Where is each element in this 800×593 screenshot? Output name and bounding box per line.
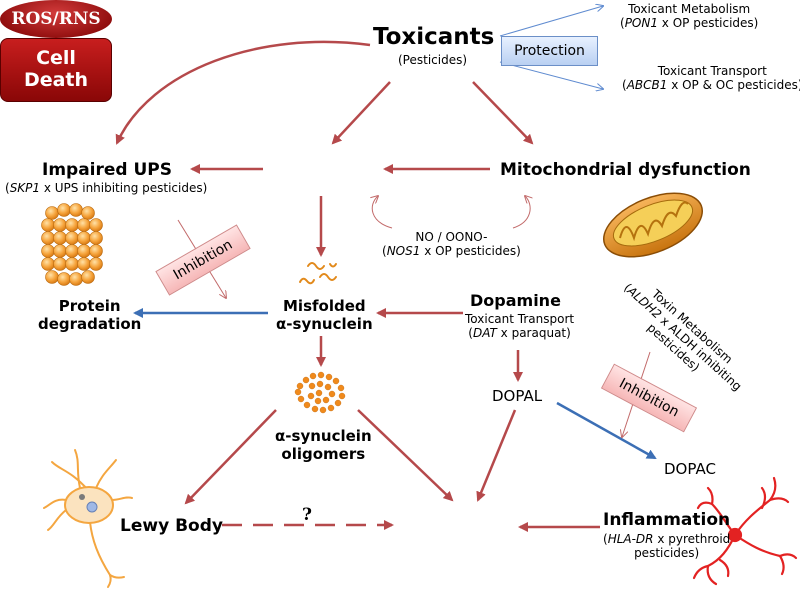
toxicant-transport-rest: x OP & OC pesticides): [667, 78, 800, 93]
toxicants-title: Toxicants: [373, 24, 495, 50]
protein-degradation-label: Protein degradation: [38, 297, 142, 333]
toxicants-subtitle: (Pesticides): [398, 53, 468, 67]
toxicant-metabolism-line1: Toxicant Metabolism: [628, 2, 751, 16]
no-oono-rest: x OP pesticides): [420, 244, 521, 259]
toxicant-transport-line2: (ABCB1 x OP & OC pesticides): [622, 78, 800, 92]
skp1-gene: SKP1: [9, 181, 41, 195]
cell-death-line1: Cell: [36, 47, 76, 70]
inflammation-rest: x pyrethroid: [653, 532, 731, 546]
impaired-ups-title: Impaired UPS: [42, 160, 173, 180]
cell-death-node: Cell Death: [0, 38, 112, 102]
dopamine-title: Dopamine: [470, 291, 561, 310]
protection-label: Protection: [514, 43, 585, 59]
nos1-gene: NOS1: [386, 244, 421, 259]
oligomer-icon: [294, 371, 346, 414]
protection-box: Protection: [501, 36, 598, 66]
dopal-label: DOPAL: [492, 387, 543, 405]
dopamine-transport-label: Toxicant Transport (DAT x paraquat): [465, 312, 574, 340]
no-oono-line2: (NOS1 x OP pesticides): [382, 244, 521, 259]
misfolded-protein-icon: [299, 262, 337, 285]
proteasome-icon: [41, 203, 103, 286]
no-oono-line1: NO / OONO-: [415, 230, 488, 244]
mitochondrial-dysfunction-title: Mitochondrial dysfunction: [500, 160, 751, 180]
question-mark: ?: [302, 505, 312, 525]
neuron-icon: [43, 449, 133, 588]
inflammation-subtitle-line1: (HLA-DR x pyrethroid: [603, 532, 731, 546]
red-arrows: [115, 40, 600, 532]
protein-degradation-line2: degradation: [38, 314, 142, 333]
inflammation-subtitle-line2: pesticides): [634, 546, 700, 561]
misfolded-line1: Misfolded: [283, 297, 366, 315]
dat-gene: DAT: [472, 326, 497, 341]
protein-degradation-line1: Protein: [58, 297, 121, 315]
blue-arrows: [133, 308, 657, 460]
abcb1-gene: ABCB1: [626, 78, 668, 93]
toxicant-transport-label: Toxicant Transport (ABCB1 x OP & OC pest…: [622, 64, 800, 92]
protection-arrows: [499, 6, 603, 89]
microglia-icon: [692, 476, 798, 586]
oligomers-label: α-synuclein oligomers: [275, 427, 372, 463]
inflammation-subtitle: (HLA-DR x pyrethroid pesticides): [603, 532, 730, 560]
ros-rns-label: ROS/RNS: [11, 9, 101, 29]
lewy-body-label: Lewy Body: [120, 516, 223, 536]
oligomers-line2: oligomers: [281, 444, 366, 463]
dopac-label: DOPAC: [664, 460, 716, 478]
misfolded-line2: α-synuclein: [276, 314, 373, 333]
toxicant-metabolism-line2: (PON1 x OP pesticides): [620, 16, 759, 31]
inflammation-title: Inflammation: [603, 510, 731, 530]
cell-death-line2: Death: [23, 69, 89, 91]
ros-rns-node: ROS/RNS: [0, 0, 112, 38]
toxicant-metabolism-rest: x OP pesticides): [657, 16, 759, 31]
no-oono-label: NO / OONO- (NOS1 x OP pesticides): [382, 230, 521, 258]
dopamine-transport-line2: (DAT x paraquat): [468, 326, 571, 341]
oligomers-line1: α-synuclein: [275, 427, 372, 445]
toxicant-metabolism-label: Toxicant Metabolism (PON1 x OP pesticide…: [620, 2, 758, 30]
toxicant-transport-line1: Toxicant Transport: [657, 64, 767, 78]
hla-dr-gene: HLA-DR: [607, 532, 654, 546]
impaired-ups-subtitle: (SKP1 x UPS inhibiting pesticides): [5, 181, 208, 195]
misfolded-synuclein-label: Misfolded α-synuclein: [276, 297, 373, 333]
pon1-gene: PON1: [624, 16, 658, 31]
dopamine-transport-line1: Toxicant Transport: [465, 312, 575, 326]
dopamine-transport-rest: x paraquat): [496, 326, 571, 341]
mitochondrion-icon: [602, 192, 704, 258]
impaired-ups-rest: x UPS inhibiting pesticides): [40, 181, 208, 195]
